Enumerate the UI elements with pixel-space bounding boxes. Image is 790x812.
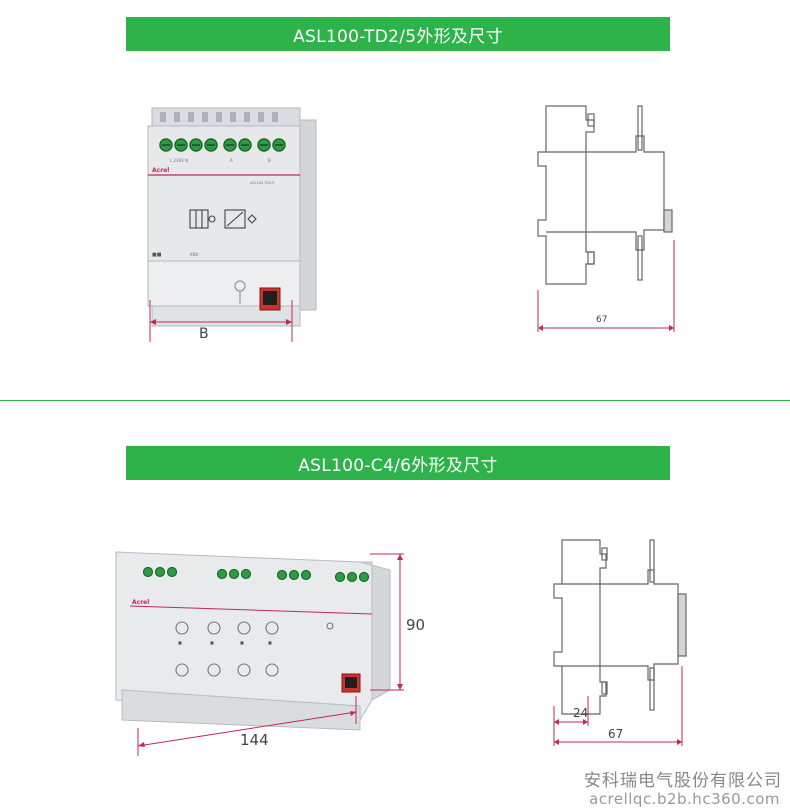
- section-title-banner: ASL100-C4/6外形及尺寸: [126, 446, 670, 480]
- dimension-67-label: 67: [608, 727, 624, 741]
- svg-text:■: ■: [240, 640, 244, 645]
- device-side-view-td: [537, 105, 675, 332]
- svg-text:L 230V N: L 230V N: [170, 158, 188, 163]
- device-side-view-c4: [553, 539, 687, 746]
- section-divider: [0, 400, 790, 401]
- footer-company: 安科瑞电气股份有限公司: [584, 771, 782, 791]
- section-title-banner: ASL100-TD2/5外形及尺寸: [126, 17, 670, 51]
- dimension-24-label: 24: [573, 706, 589, 720]
- section-title: ASL100-C4/6外形及尺寸: [298, 455, 498, 476]
- svg-text:A: A: [230, 158, 233, 163]
- footer-url: acrellqc.b2b.hc360.com: [589, 790, 780, 808]
- dimension-b-label: B: [199, 326, 209, 342]
- svg-text:■: ■: [268, 640, 272, 645]
- svg-text:■: ■: [178, 640, 182, 645]
- dimension-90-label: 90: [406, 616, 426, 634]
- svg-text:KNX: KNX: [190, 252, 199, 257]
- svg-text:■■: ■■: [152, 252, 162, 258]
- dimension-144: [137, 696, 357, 756]
- device-brand: Acrel: [152, 167, 169, 174]
- svg-text:B: B: [268, 158, 271, 163]
- dimension-90: [370, 553, 404, 691]
- section-title: ASL100-TD2/5外形及尺寸: [293, 26, 503, 47]
- device-front-view-c4: Acrel ■ ■ ■ ■: [115, 551, 391, 731]
- device-brand: Acrel: [132, 599, 149, 606]
- dimension-67-label: 67: [596, 315, 608, 325]
- dimension-144-label: 144: [240, 731, 269, 749]
- device-model: ASL100-TD2/5: [250, 181, 275, 185]
- device-front-view-td: L 230V N A B Acrel ASL100-TD2/5 ■■ KNX: [147, 107, 317, 327]
- svg-text:■: ■: [210, 640, 214, 645]
- dimension-b: [149, 300, 293, 342]
